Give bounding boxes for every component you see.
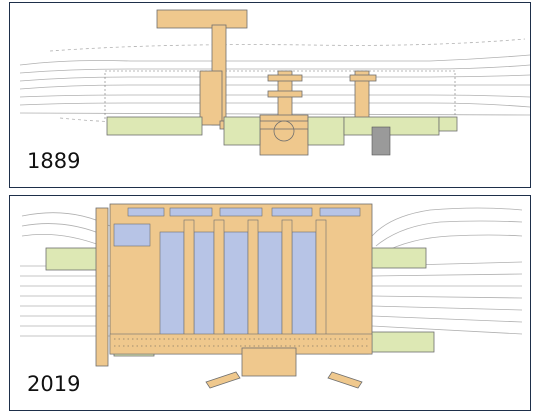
- plan-1889-panel: 1889: [9, 2, 531, 188]
- plan-2019-panel: 2019: [9, 195, 531, 411]
- station-plan-2019: [20, 203, 523, 389]
- track-lines-2019: [20, 207, 523, 337]
- year-label-2019: 2019: [24, 372, 84, 396]
- west-concourse-2019: [95, 207, 109, 367]
- buildings-1889: [106, 116, 458, 146]
- entrance-hall-2019: [241, 347, 297, 377]
- station-plan-1889: [19, 9, 530, 156]
- annex-1889: [371, 126, 391, 156]
- colonnade-2019: [114, 338, 368, 347]
- rotunda-1889: [273, 120, 295, 142]
- walkways-2019: [109, 219, 373, 355]
- platform-roofs-2019: [113, 207, 361, 343]
- forecourt-wings-2019: [205, 371, 363, 389]
- circulation-1889: [156, 9, 377, 156]
- year-label-1889: 1889: [24, 149, 84, 173]
